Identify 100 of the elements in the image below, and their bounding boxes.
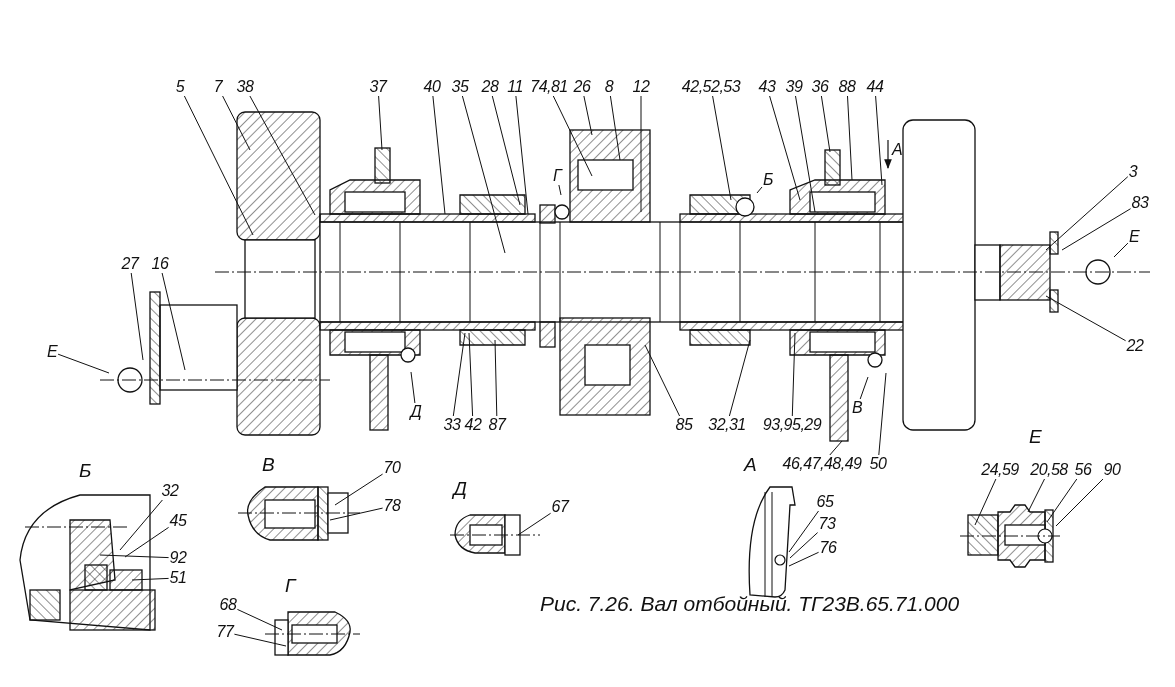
leader-line	[378, 95, 383, 151]
leader-line	[712, 95, 732, 201]
callout-number: 46,47,48,49	[782, 456, 862, 472]
callout-number: 11	[507, 79, 523, 95]
view-callout-letter: Д	[410, 404, 422, 420]
leader-line	[756, 186, 763, 194]
leader-line	[788, 510, 819, 553]
callout-number: 67	[551, 499, 569, 515]
leader-line	[1055, 478, 1104, 527]
callout-number: 12	[632, 79, 650, 95]
callout-number: 51	[169, 570, 187, 586]
leader-line	[329, 507, 384, 521]
leader-line	[236, 608, 283, 631]
callout-number: 38	[236, 79, 254, 95]
callout-number: 78	[383, 498, 401, 514]
callout-number: 92	[169, 550, 187, 566]
callout-number: 7	[213, 79, 223, 95]
leader-line	[233, 633, 287, 647]
callout-number: 88	[838, 79, 856, 95]
leader-line	[875, 95, 883, 186]
view-callout-letter: В	[851, 400, 863, 416]
leader-line	[1113, 242, 1129, 258]
view-title: А	[743, 454, 757, 474]
view-callout-letter: Е	[1128, 229, 1140, 245]
leader-line	[791, 332, 796, 417]
leader-line	[1045, 176, 1129, 251]
callout-number: 39	[785, 79, 803, 95]
leader-line	[829, 440, 843, 456]
callout-number: 8	[604, 79, 614, 95]
callout-number: 73	[818, 516, 836, 532]
leader-line	[974, 478, 997, 526]
callout-number: 42,52,53	[681, 79, 741, 95]
callout-number: 16	[151, 256, 169, 272]
leader-line	[222, 95, 251, 151]
leader-line	[1027, 478, 1045, 513]
callout-number: 33	[443, 417, 461, 433]
leader-line	[517, 512, 552, 536]
callout-number: 68	[219, 597, 237, 613]
leader-line	[119, 499, 163, 551]
leader-line	[410, 371, 416, 404]
leader-line	[644, 344, 681, 417]
leader-line	[452, 332, 466, 417]
leader-line	[847, 95, 853, 181]
callout-number: 83	[1131, 195, 1149, 211]
leader-line	[124, 526, 170, 558]
view-callout-letter: Е	[46, 344, 58, 360]
leader-line	[334, 473, 384, 506]
callout-number: 37	[369, 79, 387, 95]
callout-number: 35	[451, 79, 469, 95]
leader-line	[461, 95, 506, 254]
callout-number: 70	[383, 460, 401, 476]
callout-number: 74,81	[530, 79, 568, 95]
callout-number: 90	[1103, 462, 1121, 478]
callout-number: 24,59	[981, 462, 1019, 478]
view-title: Г	[285, 575, 295, 595]
callout-number: 87	[488, 417, 506, 433]
leader-line	[728, 339, 751, 417]
view-title: Е	[1028, 426, 1042, 446]
leader-line	[1061, 208, 1132, 251]
leader-line	[788, 551, 820, 567]
view-title: Д	[453, 478, 467, 498]
leader-line	[494, 339, 498, 417]
callout-number: 22	[1126, 338, 1144, 354]
view-callout-letter: Г	[552, 168, 562, 184]
callout-number: 5	[175, 79, 185, 95]
callout-number: 76	[819, 540, 837, 556]
leader-line	[131, 577, 170, 581]
leader-line	[183, 95, 254, 236]
callout-number: 40	[423, 79, 441, 95]
figure-caption: Рис. 7.26. Вал отбойный. ТГ23В.65.71.000	[540, 592, 960, 616]
callout-number: 20,58	[1030, 462, 1068, 478]
leader-line	[640, 95, 642, 213]
leader-line	[515, 95, 529, 215]
leader-line	[491, 95, 521, 206]
callout-number: 32	[161, 483, 179, 499]
view-title: Б	[79, 460, 91, 480]
leader-line	[1045, 295, 1127, 342]
callout-number: 43	[758, 79, 776, 95]
leader-line	[583, 95, 593, 136]
callout-number: 93,95,29	[762, 417, 822, 433]
leader-line	[57, 353, 110, 374]
leader-line	[769, 95, 801, 201]
leader-line	[552, 95, 593, 177]
callout-number: 28	[481, 79, 499, 95]
leader-line	[558, 184, 562, 196]
callout-number: 32,31	[708, 417, 746, 433]
leader-line	[99, 554, 170, 559]
view-title: А	[891, 142, 903, 158]
leader-line	[161, 272, 186, 371]
leader-line	[130, 272, 144, 361]
leader-line	[795, 95, 816, 213]
callout-number: 36	[811, 79, 829, 95]
callout-number: 56	[1074, 462, 1092, 478]
callout-number: 50	[869, 456, 887, 472]
callout-number: 77	[216, 624, 234, 640]
callout-number: 85	[675, 417, 693, 433]
leader-line	[609, 95, 621, 161]
callout-number: 27	[121, 256, 139, 272]
callout-number: 3	[1128, 164, 1138, 180]
leader-line	[789, 532, 819, 559]
